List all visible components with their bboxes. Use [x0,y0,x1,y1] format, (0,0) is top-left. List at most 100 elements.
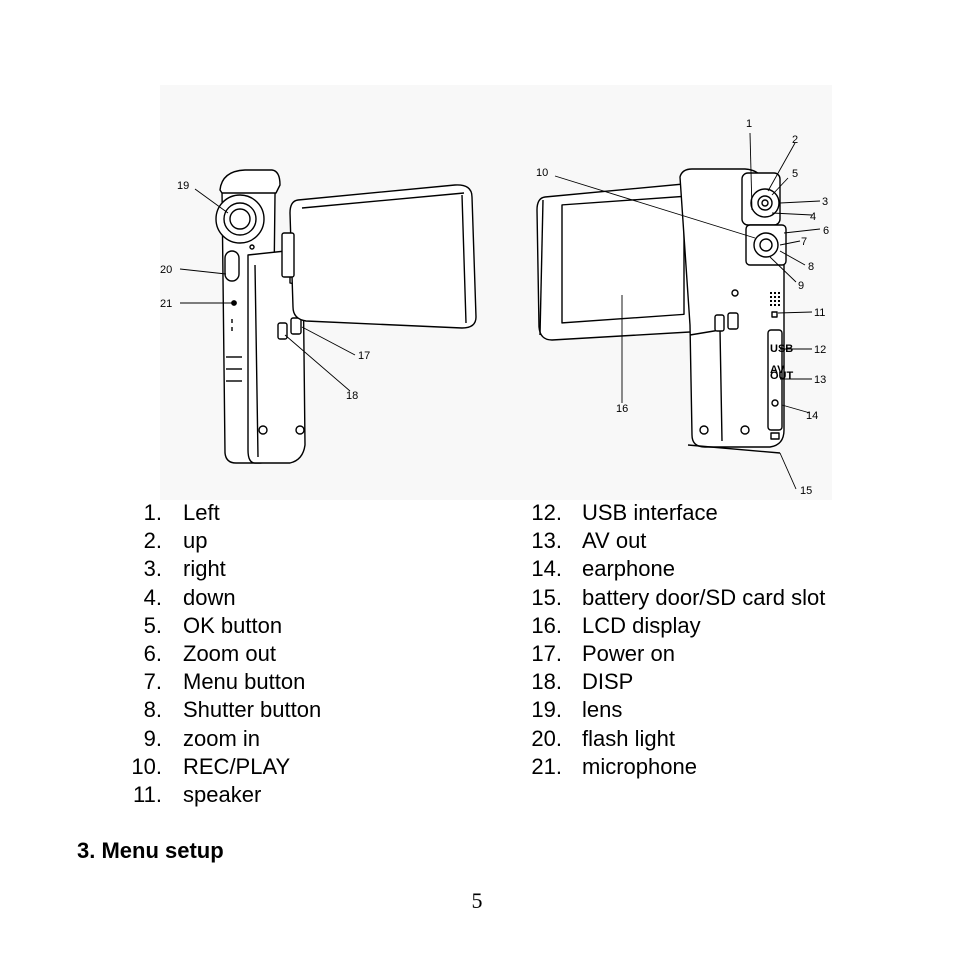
list-item: 4. down [120,584,420,612]
callout-14: 14 [806,410,818,422]
callout-13: 13 [814,374,826,386]
list-item: 7. Menu button [120,668,420,696]
item-number: 11. [133,781,162,807]
item-number: 3. [143,556,162,582]
item-number: 4. [143,584,162,610]
item-number: 14. [531,556,562,582]
parts-list-left: 1. Left 2. up 3. right 4. down 5. OK button 6… [120,499,420,809]
item-label: Left [183,500,220,525]
page-number: 5 [471,888,483,913]
item-number: 2. [143,528,162,554]
av-out-port-label: AVOUT [770,364,794,382]
camcorder-illustration: USB AVOUT 19 20 21 17 18 10 1 2 5 3 4 6 … [160,85,832,500]
callout-7: 7 [801,236,807,248]
item-number: 16. [531,612,562,638]
list-item: 15. battery door/SD card slot [518,584,858,612]
item-number: 10. [131,753,162,779]
list-item: 10. REC/PLAY [120,753,420,781]
item-number: 7. [143,669,162,695]
item-number: 15. [531,584,562,610]
list-item: 18. DISP [518,668,858,696]
left-lcd-panel [289,184,477,329]
item-label: Power on [582,640,675,666]
callout-1: 1 [746,118,752,130]
callout-2: 2 [792,134,798,146]
list-item: 11. speaker [120,781,420,809]
list-item: 20.flash light [518,725,858,753]
port-door [767,329,783,431]
item-label: Shutter button [183,697,322,723]
callout-5: 5 [792,168,798,180]
item-number: 1. [143,500,162,525]
item-number: 8. [143,697,162,723]
parts-list-right: 12. USB interface 13. AV out 14. earphone 1… [518,499,858,781]
item-number: 19. [531,697,562,723]
item-label: DISP [582,669,634,695]
item-label: up [183,528,208,554]
callout-3: 3 [822,196,828,208]
callout-11: 11 [814,307,825,319]
earphone-jack [771,399,779,407]
lcd-screen [561,195,685,324]
item-label: battery door/SD card slot [582,584,826,610]
item-number: 13. [531,528,562,554]
callout-18: 18 [346,390,358,402]
callout-10: 10 [536,167,548,179]
item-label: zoom in [183,725,261,751]
callout-9: 9 [798,280,804,292]
speaker-grille [770,292,780,306]
item-label: right [183,556,226,582]
lens [223,202,257,236]
callout-20: 20 [160,264,172,276]
item-label: lens [582,697,623,723]
list-item: 19. lens [518,696,858,724]
power-button [290,317,302,335]
list-item: 9. zoom in [120,725,420,753]
list-item: 14. earphone [518,555,858,583]
callout-21: 21 [160,298,172,310]
microphone [231,300,237,306]
list-item: 16. LCD display [518,612,858,640]
list-item: 17. Power on [518,640,858,668]
item-number: 18. [531,669,562,695]
list-item: 5. OK button [120,612,420,640]
list-item: 8. Shutter button [120,696,420,724]
callout-4: 4 [810,211,816,223]
callout-15: 15 [800,485,812,497]
item-label: LCD display [582,612,701,638]
list-item: 2. up [120,527,420,555]
item-number: 17. [531,640,562,666]
flash-light [224,250,240,282]
item-number: 6. [143,640,162,666]
callout-6: 6 [823,225,829,237]
item-number: 21. [531,753,562,779]
item-label: AV out [582,528,647,554]
item-number: 20. [531,725,562,751]
item-label: down [183,584,236,610]
callout-19: 19 [177,180,189,192]
list-item: 1. Left [120,499,420,527]
item-label: REC/PLAY [183,753,291,779]
callout-16: 16 [616,403,628,415]
disp-button [277,322,288,340]
item-label: earphone [582,556,675,582]
callout-12: 12 [814,344,826,356]
list-item: 13. AV out [518,527,858,555]
callout-8: 8 [808,261,814,273]
list-item: 6. Zoom out [120,640,420,668]
item-label: Zoom out [183,640,276,666]
item-label: Menu button [183,669,306,695]
item-label: speaker [183,781,262,807]
usb-port-label: USB [770,343,793,355]
left-camera-top [219,169,281,194]
item-number: 9. [143,725,162,751]
list-item: 21. microphone [518,753,858,781]
item-number: 5. [143,612,162,638]
item-label: USB interface [582,500,718,525]
section-heading: 3. Menu setup [77,838,224,863]
item-label: OK button [183,612,283,638]
list-item: 12. USB interface [518,499,858,527]
item-number: 12. [531,500,562,525]
callout-17: 17 [358,350,370,362]
item-label: microphone [582,753,697,779]
